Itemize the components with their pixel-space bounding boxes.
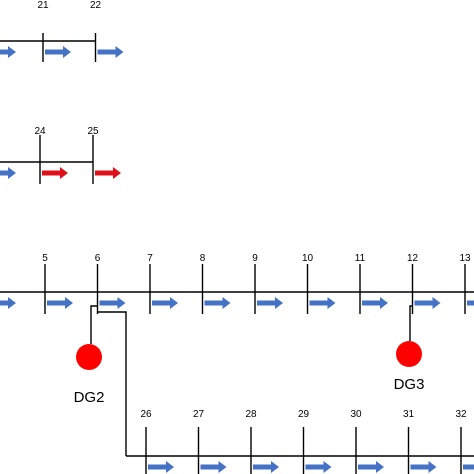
bus-12-flow-arrow: [414, 297, 441, 309]
bus-22-flow-arrow: [97, 46, 124, 58]
bus-8-label: 8: [200, 253, 206, 264]
bus-10-label: 10: [302, 253, 314, 264]
bus-30-flow-arrow: [358, 461, 384, 473]
bus-8-flow-arrow: [204, 297, 231, 309]
bus-28-flow-arrow: [253, 461, 279, 473]
bus-32-label: 32: [455, 409, 467, 420]
bus-24-label: 24: [34, 126, 46, 137]
bus-32-flow-arrow: [463, 464, 474, 470]
dg3-label: DG3: [394, 376, 425, 393]
bus-25-label: 25: [87, 126, 99, 137]
bus-31-flow-arrow: [410, 461, 437, 473]
bus-7-label: 7: [147, 253, 153, 264]
dg3-connection-line: [409, 305, 413, 341]
dg3-generator-icon: [396, 341, 422, 367]
dg2-label: DG2: [74, 389, 105, 406]
bus-11-flow-arrow: [362, 297, 388, 309]
bus-24-flow-arrow: [42, 167, 68, 179]
bus-27-flow-arrow: [200, 461, 227, 473]
dg2-connection-line: [90, 305, 98, 344]
dg2-generator-icon: [76, 344, 102, 370]
bus-25-flow-arrow: [95, 167, 121, 179]
bus-21-flow-arrow: [45, 46, 71, 58]
bus-9-flow-arrow: [257, 297, 283, 309]
lines-layer: [0, 33, 474, 474]
bus-7-flow-arrow: [152, 297, 178, 309]
bus-13-flow-arrow: [467, 300, 474, 306]
feeder-middle-incoming-arrow: [0, 167, 16, 179]
bus-30-label: 30: [350, 409, 362, 420]
bus-10-flow-arrow: [309, 297, 336, 309]
bus-5-flow-arrow: [47, 297, 73, 309]
bus-12-label: 12: [407, 253, 419, 264]
arrows-layer: [0, 46, 474, 473]
bus-22-label: 22: [90, 0, 102, 11]
bus-5-label: 5: [42, 253, 48, 264]
bus-6-label: 6: [95, 253, 101, 264]
bus-13-label: 13: [459, 253, 471, 264]
bus-6-flow-arrow: [99, 297, 126, 309]
lateral-connector-line: [97, 311, 127, 456]
bus-21-label: 21: [37, 0, 49, 11]
bus-26-label: 26: [140, 409, 152, 420]
bus-9-label: 9: [252, 253, 258, 264]
bus-27-label: 27: [193, 409, 205, 420]
bus-31-label: 31: [403, 409, 415, 420]
bus-11-label: 11: [355, 253, 366, 264]
feeder-top-incoming-arrow: [0, 46, 16, 58]
bus-29-label: 29: [298, 409, 310, 420]
bus-28-label: 28: [245, 409, 257, 420]
feeder-main-incoming-arrow: [0, 297, 16, 309]
generators-layer: DG2 DG3: [74, 305, 425, 406]
labels-layer: 21 22 24 25 5 6 7 8 9 10 11 12 13 26 27 28 29 30 31 32: [34, 0, 471, 420]
bus-26-flow-arrow: [148, 461, 174, 473]
bus-29-flow-arrow: [305, 461, 332, 473]
